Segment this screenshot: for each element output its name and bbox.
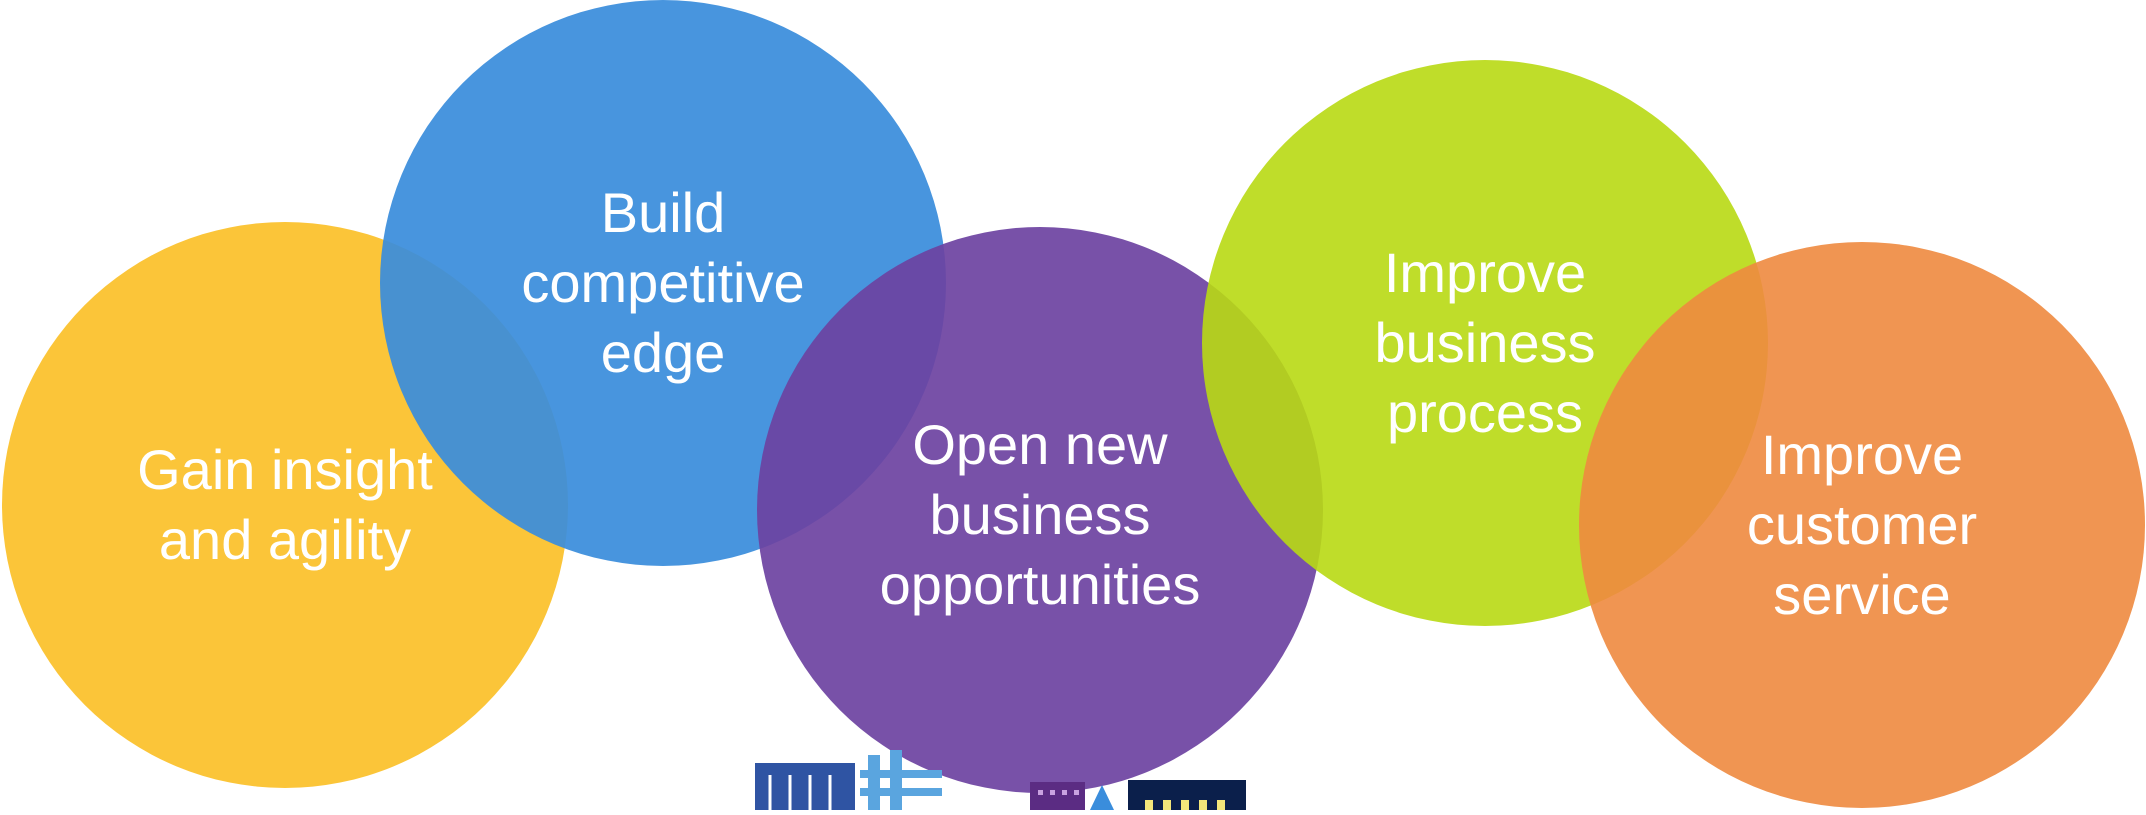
label-build-competitive-edge: Build competitive edge <box>521 181 805 384</box>
label-improve-business-process: Improve business process <box>1374 241 1596 444</box>
factory-icon <box>1030 782 1114 810</box>
label-improve-customer-service: Improve customer service <box>1746 423 1978 626</box>
circle-improve-customer-service <box>1579 242 2145 808</box>
circle-open-new-business <box>757 227 1323 793</box>
label-gain-insight: Gain insight and agility <box>137 438 433 571</box>
building-icon <box>755 763 855 810</box>
label-open-new-business: Open new business opportunities <box>879 413 1201 616</box>
office-icon <box>1128 780 1246 810</box>
cloud-grid-icon <box>860 750 942 810</box>
